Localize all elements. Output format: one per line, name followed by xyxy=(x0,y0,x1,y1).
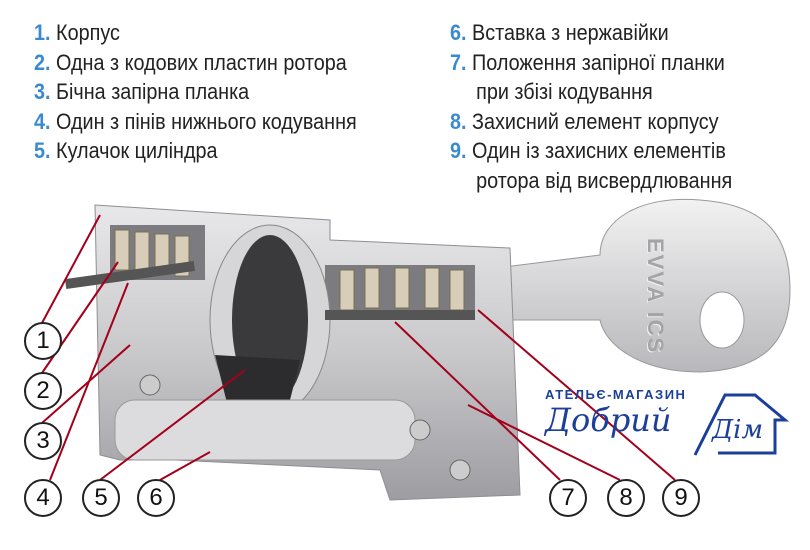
legend-number: 1. xyxy=(34,20,51,45)
legend-text: Один з пінів нижнього кодування xyxy=(56,108,357,134)
legend-text: Корпус xyxy=(56,20,120,45)
callout-2: 2 xyxy=(24,372,62,410)
callout-4: 4 xyxy=(24,479,62,517)
legend-text: Бічна запірна планка xyxy=(56,79,250,104)
callout-3: 3 xyxy=(24,422,62,460)
legend-number: 2. xyxy=(34,49,51,75)
legend-text: Положення запірної планки xyxy=(472,49,725,75)
callout-9: 9 xyxy=(662,479,700,517)
legend-text: Один із захисних елементів xyxy=(472,138,726,163)
legend-item: 1. Корпус xyxy=(34,18,357,48)
legend-item: 8. Захисний елемент корпусу xyxy=(450,107,732,137)
legend-text-cont: при збізі кодування xyxy=(476,79,653,104)
legend-number: 3. xyxy=(34,79,51,104)
key xyxy=(479,198,791,373)
logo-tagline: АТЕЛЬЄ-МАГАЗИН xyxy=(545,387,687,402)
legend-number: 8. xyxy=(450,108,467,134)
legend-number: 5. xyxy=(34,138,51,163)
key-brand-text: EVVA ICS xyxy=(643,238,668,355)
legend-left: 1. Корпус 2. Одна з кодових пластин рото… xyxy=(34,18,357,166)
legend-text: Вставка з нержавійки xyxy=(472,20,669,45)
legend-item: 5. Кулачок циліндра xyxy=(34,136,357,166)
logo-name-2: Дім xyxy=(712,415,764,445)
legend-item: 2. Одна з кодових пластин ротора xyxy=(34,48,357,78)
legend-text-cont: ротора від висвердлювання xyxy=(476,167,733,193)
house-icon xyxy=(693,393,790,456)
legend-text: Кулачок циліндра xyxy=(56,138,218,163)
logo-name: Добрий xyxy=(545,401,672,439)
legend-number: 7. xyxy=(450,49,467,75)
legend-right: 6. Вставка з нержавійки 7. Положення зап… xyxy=(450,18,732,195)
legend-item: 7. Положення запірної планки xyxy=(450,48,732,78)
key-hole xyxy=(699,291,745,349)
legend-item: 3. Бічна запірна планка xyxy=(34,77,357,107)
legend-number: 4. xyxy=(34,108,51,134)
legend-number: 6. xyxy=(450,20,467,45)
store-logo: АТЕЛЬЄ-МАГАЗИН Добрий Дім xyxy=(540,385,790,460)
callout-6: 6 xyxy=(137,479,175,517)
legend-text: Одна з кодових пластин ротора xyxy=(56,49,347,75)
legend-item: 6. Вставка з нержавійки xyxy=(450,18,732,48)
callout-5: 5 xyxy=(82,479,120,517)
callout-8: 8 xyxy=(607,479,645,517)
legend-item: 9. Один із захисних елементів xyxy=(450,136,732,166)
callout-1: 1 xyxy=(24,322,62,360)
legend-item: 4. Один з пінів нижнього кодування xyxy=(34,107,357,137)
legend-number: 9. xyxy=(450,138,467,163)
callout-7: 7 xyxy=(549,479,587,517)
legend-text: Захисний елемент корпусу xyxy=(472,108,719,134)
